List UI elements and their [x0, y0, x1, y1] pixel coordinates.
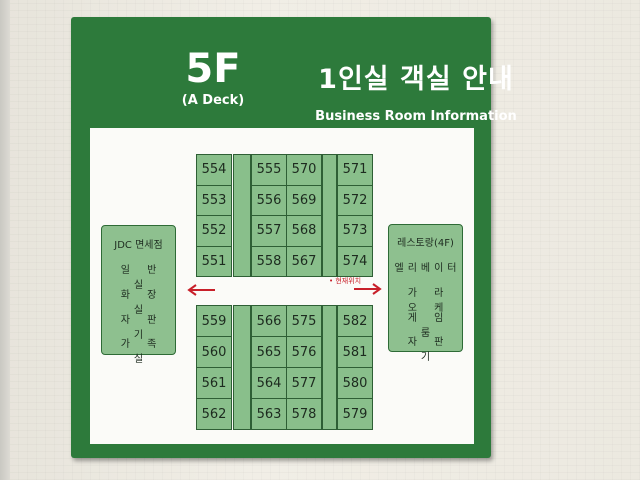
room-577: 577 — [286, 367, 322, 399]
facility-duty-free: JDC 면세점 — [114, 240, 163, 251]
corridor — [322, 305, 337, 430]
room-569: 569 — [286, 184, 322, 216]
room-567: 567 — [286, 245, 322, 277]
room-552: 552 — [196, 215, 232, 247]
room-578: 578 — [286, 398, 322, 430]
facility-family-room: 가 족 실 — [120, 339, 164, 365]
facility-vending-machine: 자 판 기 — [120, 315, 164, 341]
room-553: 553 — [196, 184, 232, 216]
facility-general-room: 일 반 실 — [120, 265, 164, 291]
room-551: 551 — [196, 245, 232, 277]
floor-indicator: 5F (A Deck) — [173, 47, 253, 108]
room-558: 558 — [251, 245, 287, 277]
room-564: 564 — [251, 367, 287, 399]
room-576: 576 — [286, 336, 322, 368]
sign-title-korean: 1인실 객실 안내 — [318, 64, 514, 95]
room-571: 571 — [337, 154, 373, 186]
room-555: 555 — [251, 154, 287, 186]
facility-elevator: 엘리베이터 — [394, 263, 461, 274]
room-565: 565 — [251, 336, 287, 368]
room-575: 575 — [286, 305, 322, 337]
room-573: 573 — [337, 215, 373, 247]
room-572: 572 — [337, 184, 373, 216]
room-566: 566 — [251, 305, 287, 337]
right-arrow-icon — [354, 283, 382, 295]
room-574: 574 — [337, 245, 373, 277]
right-facilities-box: 레스토랑(4F) 엘리베이터 가 라 오 케 게 임 룸 자 판 기 — [388, 224, 463, 363]
facility-karaoke: 가 라 오 케 — [407, 288, 451, 314]
room-560: 560 — [196, 336, 232, 368]
room-559: 559 — [196, 305, 232, 337]
room-582: 582 — [337, 305, 373, 337]
room-563: 563 — [251, 398, 287, 430]
room-556: 556 — [251, 184, 287, 216]
room-554: 554 — [196, 154, 232, 186]
wall-edge — [0, 0, 10, 480]
room-561: 561 — [196, 367, 232, 399]
sign-title-english: Business Room Information — [315, 109, 517, 124]
left-arrow-icon — [187, 284, 215, 296]
room-579: 579 — [337, 398, 373, 430]
facility-restroom: 화 장 실 — [120, 290, 164, 316]
facility-restaurant: 레스토랑(4F) — [397, 238, 454, 249]
room-580: 580 — [337, 367, 373, 399]
room-581: 581 — [337, 336, 373, 368]
floor-number: 5F — [185, 46, 241, 92]
facility-vending-machine-right: 자 판 기 — [407, 337, 451, 363]
deck-label: (A Deck) — [181, 93, 245, 108]
corridor — [233, 154, 251, 277]
left-facilities-box: JDC 면세점 일 반 실 화 장 실 자 판 기 가 족 실 — [101, 225, 176, 365]
room-568: 568 — [286, 215, 322, 247]
room-570: 570 — [286, 154, 322, 186]
room-557: 557 — [251, 215, 287, 247]
room-562: 562 — [196, 398, 232, 430]
corridor — [233, 305, 251, 430]
facility-game-room: 게 임 룸 — [407, 313, 451, 339]
current-location-label: • 현재위치 — [329, 277, 362, 285]
corridor — [322, 154, 337, 277]
